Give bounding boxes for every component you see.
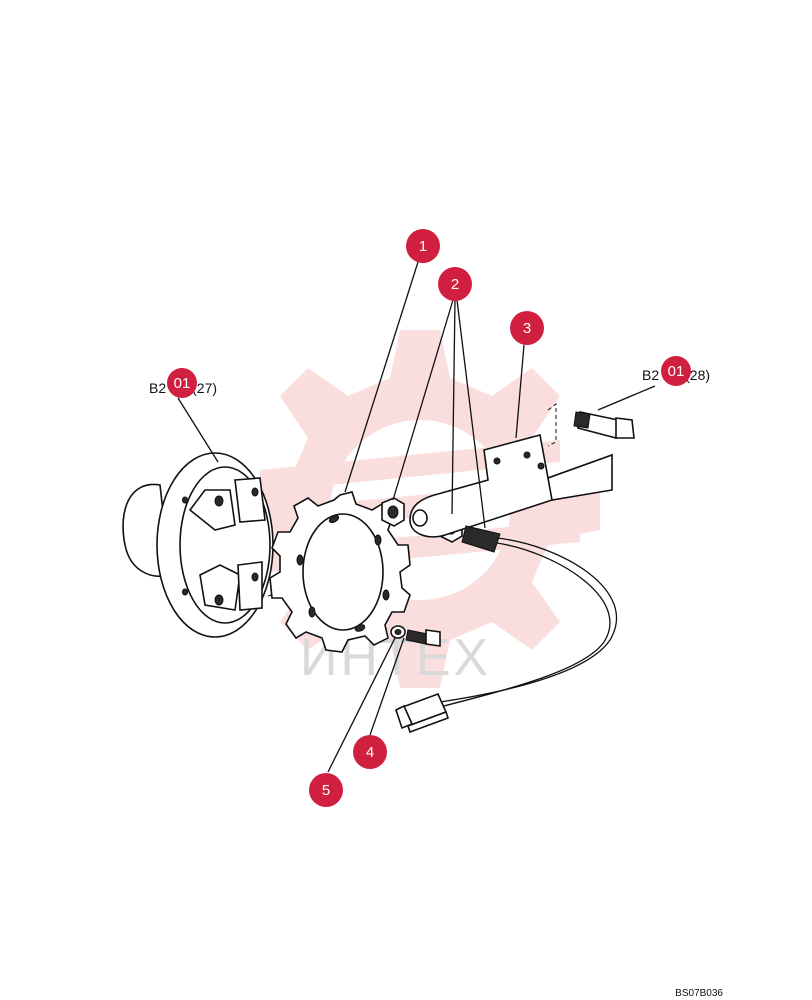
leader-1: [344, 261, 419, 493]
reference-prefix: B2: [149, 380, 166, 396]
drawing-code: BS07B036: [675, 988, 723, 999]
speed-sensor: [435, 525, 618, 709]
callout-label: 3: [523, 320, 531, 337]
callout-label: 1: [419, 238, 427, 255]
cable-connector: [395, 692, 450, 734]
leader-3: [515, 344, 525, 439]
leader-2a: [392, 299, 454, 501]
reference-label-27: B2 (27) 01: [149, 368, 217, 398]
leader-ref-27: [177, 397, 219, 463]
reference-prefix: B2: [642, 367, 659, 383]
callout-badge: [309, 773, 343, 807]
callout-label: 5: [322, 782, 330, 799]
tone-ring: [269, 491, 411, 653]
reference-label-28: B2 (28) 01: [642, 356, 710, 386]
svg-text:B2(27): B2 (27): [149, 380, 217, 396]
callout-3[interactable]: 3: [510, 311, 544, 345]
reference-suffix: (28): [685, 367, 710, 383]
bracket-bolt: [573, 411, 635, 440]
reference-marker-text: 01: [174, 375, 191, 392]
sensor-bracket: [409, 434, 613, 538]
flange-hub: [122, 452, 274, 638]
leader-ref-28: [597, 385, 656, 411]
reference-marker-badge: [167, 368, 197, 398]
leader-4: [369, 637, 405, 736]
callout-1[interactable]: 1: [406, 229, 440, 263]
callout-2[interactable]: 2: [438, 267, 472, 301]
callout-5[interactable]: 5: [309, 773, 343, 807]
leader-2c: [456, 299, 486, 529]
callout-4[interactable]: 4: [353, 735, 387, 769]
callout-badge: [406, 229, 440, 263]
reference-suffix: (27): [192, 380, 217, 396]
nut-left: [381, 497, 405, 527]
leader-5: [327, 637, 396, 773]
small-bolt: [405, 629, 441, 647]
callout-badge: [353, 735, 387, 769]
callout-label: 2: [451, 276, 459, 293]
alignment-dash-bracket: [547, 403, 557, 447]
leader-lines: [177, 261, 656, 773]
callout-badge: [510, 311, 544, 345]
reference-marker-text: 01: [668, 363, 685, 380]
svg-text:B2(28): B2 (28): [642, 367, 710, 383]
reference-marker-badge: [661, 356, 691, 386]
callout-label: 4: [366, 744, 374, 761]
leader-2b: [451, 299, 456, 515]
callout-badge: [438, 267, 472, 301]
washer: [390, 625, 406, 639]
